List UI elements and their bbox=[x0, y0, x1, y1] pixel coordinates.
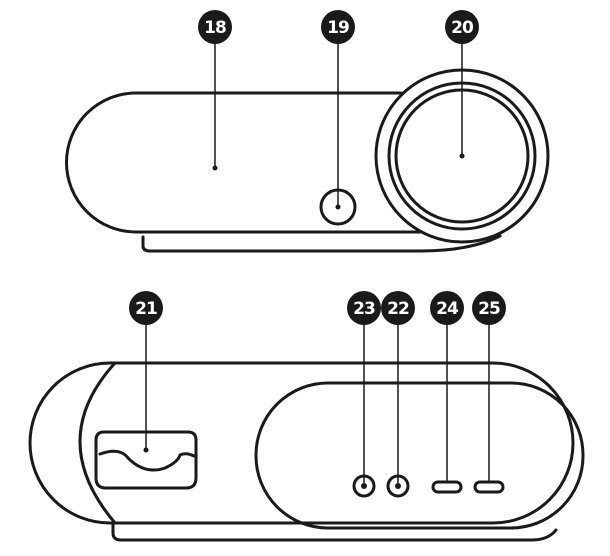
lens-marker-dot bbox=[459, 153, 465, 159]
callout-19: 19 bbox=[321, 10, 355, 44]
rear-view-body bbox=[28, 361, 575, 525]
body-marker-dot bbox=[212, 165, 218, 171]
callout-23-label: 23 bbox=[353, 299, 375, 319]
button-marker-dot bbox=[335, 204, 341, 210]
carry-grip bbox=[94, 430, 198, 490]
callout-21: 21 bbox=[129, 291, 163, 325]
callout-20: 20 bbox=[445, 10, 479, 44]
port-25-slot bbox=[473, 480, 505, 494]
callout-25: 25 bbox=[472, 291, 506, 325]
port-22-center bbox=[395, 483, 401, 489]
callout-23: 23 bbox=[347, 291, 381, 325]
carry-grip-inner bbox=[98, 449, 196, 472]
callout-22: 22 bbox=[381, 291, 415, 325]
callout-25-label: 25 bbox=[478, 299, 500, 319]
callout-20-label: 20 bbox=[451, 18, 474, 38]
port-23-center bbox=[361, 483, 367, 489]
port-24-slot bbox=[431, 480, 463, 494]
callout-24: 24 bbox=[430, 291, 464, 325]
callout-24-label: 24 bbox=[436, 299, 459, 319]
rear-view bbox=[28, 361, 585, 542]
front-view-base bbox=[141, 234, 502, 253]
rear-view-side-cap bbox=[78, 361, 117, 525]
grip-marker-dot bbox=[143, 447, 149, 453]
rear-panel bbox=[254, 381, 585, 530]
front-view bbox=[65, 68, 550, 253]
rear-view-base bbox=[111, 521, 558, 542]
callout-21-label: 21 bbox=[135, 299, 157, 319]
callout-18: 18 bbox=[198, 10, 232, 44]
callout-18-label: 18 bbox=[204, 18, 226, 38]
front-view-body bbox=[65, 91, 422, 234]
callout-22-label: 22 bbox=[387, 299, 409, 319]
callout-19-label: 19 bbox=[327, 18, 349, 38]
